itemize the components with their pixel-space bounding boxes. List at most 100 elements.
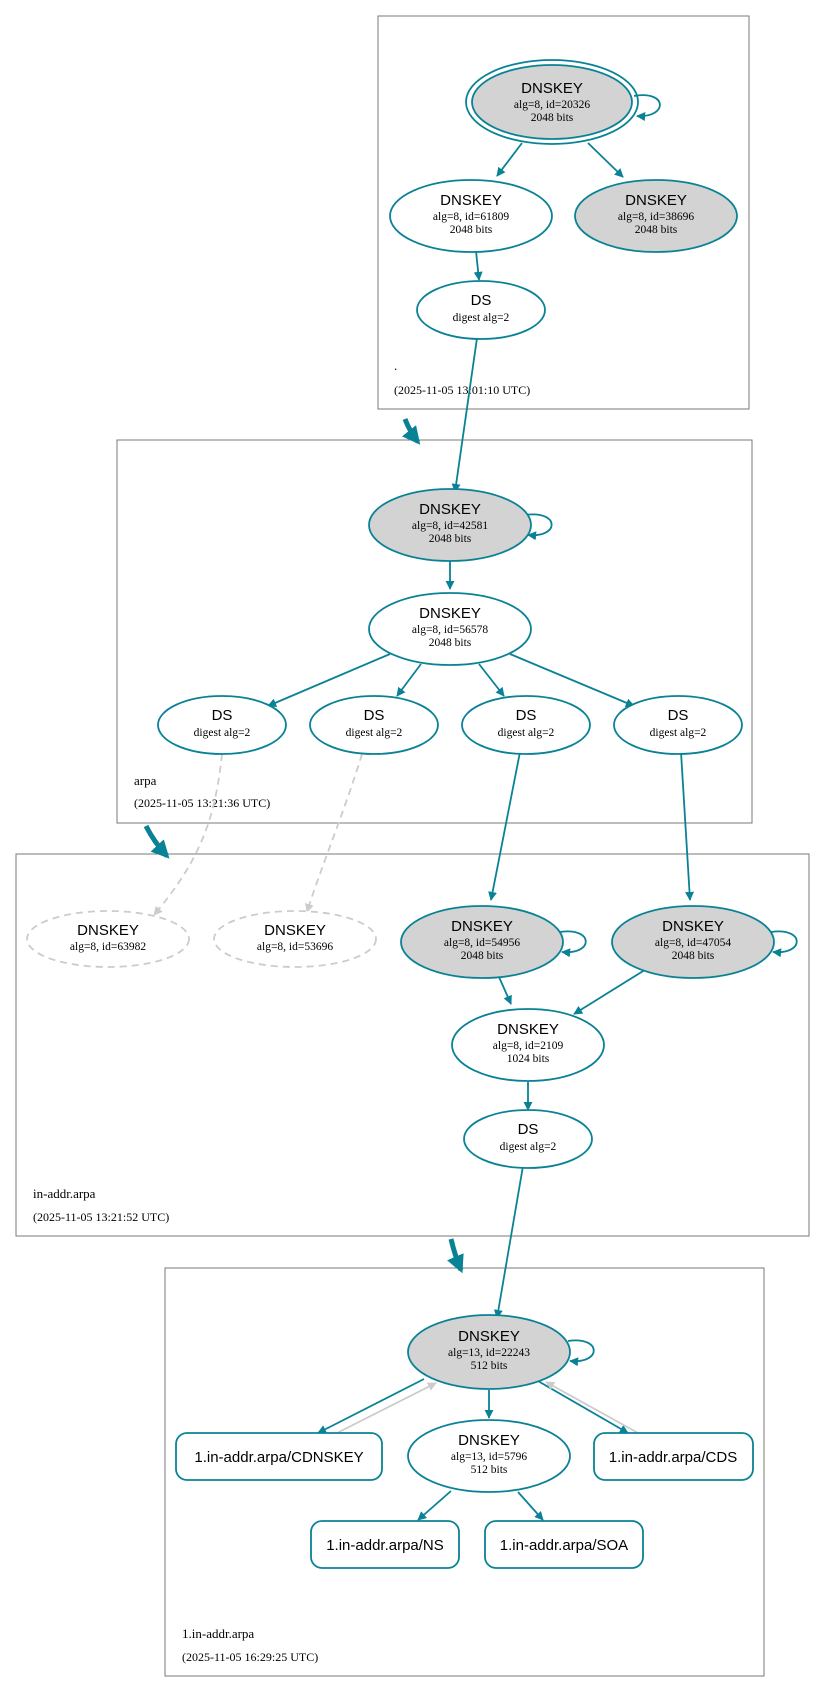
zone-arpa-name: arpa <box>134 773 157 788</box>
node-in-ds-type: DS <box>518 1121 539 1138</box>
node-in-ksk1-alg: alg=8, id=54956 <box>444 937 520 949</box>
node-arpa-ds3-type: DS <box>516 707 537 724</box>
node-root-k2-type: DNSKEY <box>625 192 687 209</box>
node-arpa-zsk-bits: 2048 bits <box>429 637 472 649</box>
edge-arpa-ds1-missing1 <box>153 753 223 916</box>
node-arpa-ds4[interactable]: DS digest alg=2 <box>613 695 743 755</box>
node-root-zsk[interactable]: DNSKEY alg=8, id=61809 2048 bits <box>389 179 553 253</box>
zone-root-name: . <box>394 358 397 373</box>
node-in-ds[interactable]: DS digest alg=2 <box>463 1109 593 1169</box>
rrset-cdnskey-label: 1.in-addr.arpa/CDNSKEY <box>194 1449 363 1466</box>
node-in-ksk2-alg: alg=8, id=47054 <box>655 937 731 949</box>
node-in-missing-key-1-type: DNSKEY <box>77 922 139 939</box>
node-root-ksk-alg: alg=8, id=20326 <box>514 99 590 111</box>
rrset-cds[interactable]: 1.in-addr.arpa/CDS <box>593 1432 754 1481</box>
node-one-ksk[interactable]: DNSKEY alg=13, id=22243 512 bits <box>407 1314 571 1390</box>
node-in-ksk2-type: DNSKEY <box>662 918 724 935</box>
node-arpa-ksk-alg: alg=8, id=42581 <box>412 520 488 532</box>
node-arpa-ds3-digest: digest alg=2 <box>498 727 555 739</box>
node-in-missing-key-2-alg: alg=8, id=53696 <box>257 941 333 953</box>
zone-arpa: arpa (2025-11-05 13:21:36 UTC) <box>116 439 753 824</box>
node-arpa-ds3[interactable]: DS digest alg=2 <box>461 695 591 755</box>
node-in-zsk[interactable]: DNSKEY alg=8, id=2109 1024 bits <box>451 1008 605 1082</box>
node-in-ksk1[interactable]: DNSKEY alg=8, id=54956 2048 bits <box>400 905 564 979</box>
edge-one-ksk-self <box>567 1339 595 1367</box>
node-one-zsk-bits: 512 bits <box>471 1464 508 1476</box>
zone-1-in-addr-arpa: 1.in-addr.arpa (2025-11-05 16:29:25 UTC) <box>164 1267 765 1677</box>
node-arpa-ds4-type: DS <box>668 707 689 724</box>
node-arpa-ksk[interactable]: DNSKEY alg=8, id=42581 2048 bits <box>368 488 532 562</box>
node-root-ds-digest: digest alg=2 <box>453 312 510 324</box>
node-root-zsk-bits: 2048 bits <box>450 224 493 236</box>
node-root-k2[interactable]: DNSKEY alg=8, id=38696 2048 bits <box>574 179 738 253</box>
node-one-zsk-type: DNSKEY <box>458 1432 520 1449</box>
node-root-k2-bits: 2048 bits <box>635 224 678 236</box>
node-root-k2-alg: alg=8, id=38696 <box>618 211 694 223</box>
rrset-ns[interactable]: 1.in-addr.arpa/NS <box>310 1520 460 1569</box>
zone-1-in-addr-arpa-timestamp: (2025-11-05 16:29:25 UTC) <box>182 1650 318 1664</box>
node-arpa-ds4-digest: digest alg=2 <box>650 727 707 739</box>
edge-in-ksk1-self <box>559 930 587 958</box>
node-in-ksk1-type: DNSKEY <box>451 918 513 935</box>
delegation-arrows <box>143 418 464 1274</box>
edge-arpa-zsk-ds4 <box>509 653 635 708</box>
node-root-ds-type: DS <box>471 292 492 309</box>
node-one-ksk-type: DNSKEY <box>458 1328 520 1345</box>
node-arpa-ksk-bits: 2048 bits <box>429 533 472 545</box>
rrset-soa[interactable]: 1.in-addr.arpa/SOA <box>484 1520 644 1569</box>
zone-root-timestamp: (2025-11-05 13:01:10 UTC) <box>394 383 530 397</box>
edge-one-ksk-cds <box>537 1380 629 1434</box>
rrset-ns-label: 1.in-addr.arpa/NS <box>326 1537 444 1554</box>
delegation-arrow-inaddr-one <box>447 1238 464 1274</box>
node-in-missing-key-1[interactable]: DNSKEY alg=8, id=63982 <box>26 910 190 968</box>
edges <box>267 94 798 1521</box>
node-arpa-zsk[interactable]: DNSKEY alg=8, id=56578 2048 bits <box>368 592 532 666</box>
zone-arpa-timestamp: (2025-11-05 13:21:36 UTC) <box>134 796 270 810</box>
node-in-ksk2[interactable]: DNSKEY alg=8, id=47054 2048 bits <box>611 905 775 979</box>
edge-in-ksk2-self <box>770 930 798 958</box>
edge-arpa-zsk-ds3 <box>478 663 505 697</box>
edge-arpa-ds3-ksk1 <box>488 751 521 901</box>
node-arpa-ds1-type: DS <box>212 707 233 724</box>
edge-root-ksk-zsk <box>496 142 523 177</box>
node-root-ksk-bits: 2048 bits <box>531 112 574 124</box>
zone-root: . (2025-11-05 13:01:10 UTC) <box>377 15 750 410</box>
node-arpa-ds2[interactable]: DS digest alg=2 <box>309 695 439 755</box>
edge-arpa-ds2-missing2 <box>305 753 363 913</box>
node-root-zsk-type: DNSKEY <box>440 192 502 209</box>
node-root-ksk-type: DNSKEY <box>521 80 583 97</box>
faded-edges <box>153 753 639 1434</box>
node-in-missing-key-2[interactable]: DNSKEY alg=8, id=53696 <box>213 910 377 968</box>
node-arpa-ds1[interactable]: DS digest alg=2 <box>157 695 287 755</box>
edge-in-ksk2-zsk <box>573 967 649 1015</box>
node-in-zsk-type: DNSKEY <box>497 1021 559 1038</box>
rrset-cdnskey[interactable]: 1.in-addr.arpa/CDNSKEY <box>175 1432 383 1481</box>
node-arpa-ds2-type: DS <box>364 707 385 724</box>
edge-arpa-zsk-ds2 <box>396 663 422 697</box>
node-arpa-ksk-type: DNSKEY <box>419 501 481 518</box>
zone-in-addr-arpa-timestamp: (2025-11-05 13:21:52 UTC) <box>33 1210 169 1224</box>
node-in-missing-key-1-alg: alg=8, id=63982 <box>70 941 146 953</box>
edge-one-zsk-ns <box>417 1490 452 1521</box>
node-in-ds-digest: digest alg=2 <box>500 1141 557 1153</box>
node-root-zsk-alg: alg=8, id=61809 <box>433 211 509 223</box>
edge-in-ksk1-zsk <box>498 976 512 1005</box>
edge-arpa-ds4-ksk2 <box>680 751 695 901</box>
edge-root-zsk-ds <box>473 250 483 281</box>
edge-root-ds-arpa-ksk <box>451 337 478 493</box>
zone-1-in-addr-arpa-name: 1.in-addr.arpa <box>182 1626 254 1641</box>
edge-one-cds-ksk <box>545 1381 639 1434</box>
edge-one-zsk-soa <box>517 1491 544 1521</box>
zone-in-addr-arpa-name: in-addr.arpa <box>33 1186 96 1201</box>
node-root-ksk[interactable]: DNSKEY alg=8, id=20326 2048 bits <box>465 59 639 145</box>
delegation-arrow-root-arpa <box>401 418 421 445</box>
node-in-ksk1-bits: 2048 bits <box>461 950 504 962</box>
delegation-arrow-arpa-inaddr <box>143 824 170 859</box>
node-one-zsk[interactable]: DNSKEY alg=13, id=5796 512 bits <box>407 1419 571 1493</box>
zone-in-addr-arpa: in-addr.arpa (2025-11-05 13:21:52 UTC) <box>15 853 810 1237</box>
node-arpa-zsk-alg: alg=8, id=56578 <box>412 624 488 636</box>
node-root-ds[interactable]: DS digest alg=2 <box>416 280 546 340</box>
node-one-ksk-bits: 512 bits <box>471 1360 508 1372</box>
node-arpa-zsk-type: DNSKEY <box>419 605 481 622</box>
